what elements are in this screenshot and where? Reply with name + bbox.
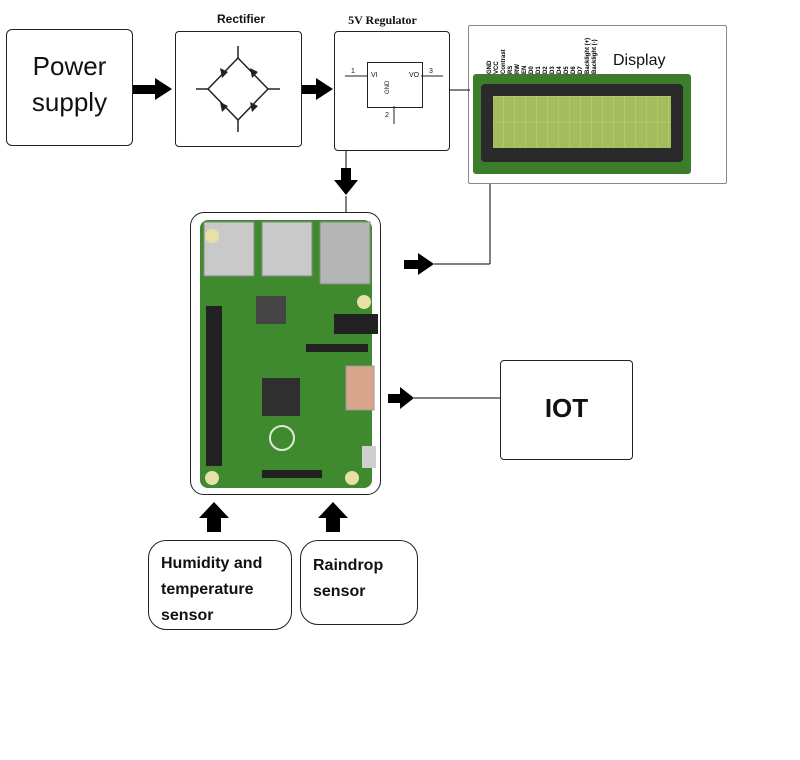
arrow-regulator-to-pi	[334, 151, 358, 212]
iot-label: IOT	[544, 393, 589, 423]
bridge-rectifier-icon	[196, 46, 280, 132]
regulator-leads	[345, 75, 443, 124]
arrow-pi-to-iot	[388, 387, 500, 409]
raindrop-sensor-label: Raindrop sensor	[313, 557, 384, 600]
lcd-frame	[481, 84, 683, 162]
humidity-sensor-block: Humidity and temperature sensor	[148, 540, 292, 630]
regulator-pin2-label: 2	[385, 112, 389, 119]
arrow-raindrop-to-pi	[318, 502, 348, 532]
arrow-rectifier-to-regulator	[302, 78, 333, 100]
display-title: Display	[613, 52, 666, 69]
raindrop-sensor-block: Raindrop sensor	[300, 540, 418, 625]
humidity-sensor-label: Humidity and temperature sensor	[161, 555, 263, 624]
lcd-module	[473, 74, 691, 174]
regulator-title: 5V Regulator	[348, 13, 417, 27]
arrow-humidity-to-pi	[199, 502, 229, 532]
power-supply-label: Power supply	[31, 51, 108, 117]
rectifier-title: Rectifier	[216, 12, 266, 26]
arrow-pi-to-display	[404, 184, 491, 275]
regulator-block: VI VO GND 1 3 2	[334, 31, 450, 151]
iot-block: IOT	[500, 360, 633, 460]
rectifier-block	[175, 31, 302, 147]
power-supply-block: Power supply	[6, 29, 133, 146]
lcd-screen	[493, 96, 671, 148]
regulator-vi-label: VI	[371, 72, 378, 79]
regulator-vo-label: VO	[409, 72, 420, 79]
regulator-pin3-label: 3	[429, 68, 433, 75]
regulator-chip	[367, 62, 423, 108]
regulator-pin1-label: 1	[351, 68, 355, 75]
arrow-power-to-rectifier	[133, 78, 172, 100]
